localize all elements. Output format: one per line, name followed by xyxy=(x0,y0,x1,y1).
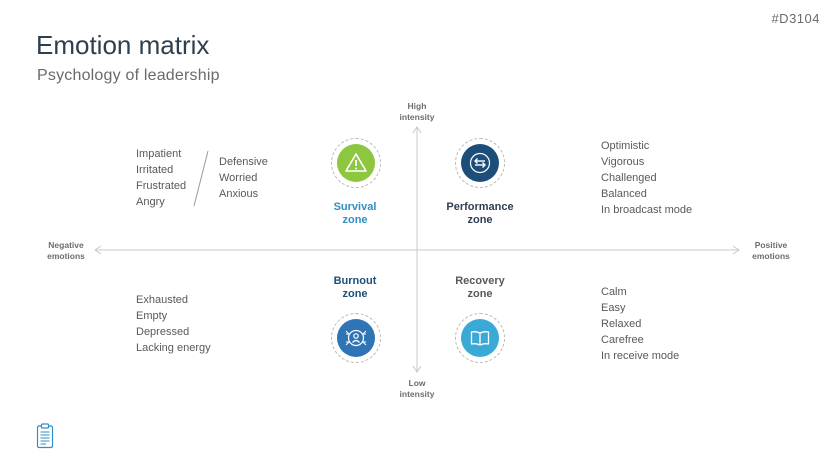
zone-label-line: Recovery xyxy=(455,275,505,287)
burnout-list: Exhausted Empty Depressed Lacking energy xyxy=(136,292,211,356)
burnout-icon-ring xyxy=(331,313,381,363)
list-item: Impatient xyxy=(136,148,182,160)
list-item: Frustrated xyxy=(136,180,187,192)
list-item: Lacking energy xyxy=(136,342,211,354)
list-item: In broadcast mode xyxy=(601,204,693,216)
bottom-arrowhead xyxy=(412,365,422,373)
axis-label-high-intensity: High intensity xyxy=(392,101,442,123)
list-divider xyxy=(193,150,209,207)
list-item: Defensive xyxy=(219,156,268,168)
recovery-list: Calm Easy Relaxed Carefree In receive mo… xyxy=(601,284,679,364)
zone-label-line: zone xyxy=(342,214,368,226)
recovery-zone-label: Recovery zone xyxy=(440,275,520,301)
list-item: Optimistic xyxy=(601,140,650,152)
zone-label-line: Survival xyxy=(333,201,377,213)
list-item: Balanced xyxy=(601,188,647,200)
survival-list-primary: Impatient Irritated Frustrated Angry xyxy=(136,146,186,210)
list-item: Worried xyxy=(219,172,258,184)
zone-label-line: Burnout xyxy=(333,275,377,287)
axis-label-low-intensity: Low intensity xyxy=(392,378,442,400)
right-arrowhead xyxy=(732,245,740,255)
axis-label-negative-emotions: Negative emotions xyxy=(36,240,96,262)
list-item: Angry xyxy=(136,196,165,208)
page-subtitle: Psychology of leadership xyxy=(37,67,220,84)
axis-label-line: intensity xyxy=(399,112,435,122)
list-item: Easy xyxy=(601,302,626,314)
list-item: In receive mode xyxy=(601,350,680,362)
performance-list: Optimistic Vigorous Challenged Balanced … xyxy=(601,138,692,218)
performance-zone-label: Performance zone xyxy=(438,201,522,227)
list-item: Challenged xyxy=(601,172,657,184)
list-item: Exhausted xyxy=(136,294,188,306)
list-item: Relaxed xyxy=(601,318,642,330)
clipboard-icon[interactable] xyxy=(36,423,54,449)
list-item: Calm xyxy=(601,286,627,298)
axis-label-line: intensity xyxy=(399,389,435,399)
left-arrowhead xyxy=(94,245,102,255)
top-arrowhead xyxy=(412,126,422,134)
survival-list-secondary: Defensive Worried Anxious xyxy=(219,154,268,202)
list-item: Irritated xyxy=(136,164,174,176)
slide-id: #D3104 xyxy=(771,11,820,26)
zone-label-line: zone xyxy=(467,214,493,226)
person-pressure-icon xyxy=(337,319,375,357)
list-item: Depressed xyxy=(136,326,190,338)
exchange-arrows-icon xyxy=(461,144,499,182)
burnout-zone-label: Burnout zone xyxy=(320,275,390,301)
open-book-icon xyxy=(461,319,499,357)
axis-label-line: Negative xyxy=(48,240,84,250)
survival-zone-label: Survival zone xyxy=(320,201,390,227)
performance-icon-ring xyxy=(455,138,505,188)
list-item: Vigorous xyxy=(601,156,645,168)
list-item: Carefree xyxy=(601,334,644,346)
axis-label-line: High xyxy=(407,101,427,111)
axis-label-line: Positive xyxy=(754,240,788,250)
axis-label-line: Low xyxy=(408,378,426,388)
survival-icon-ring xyxy=(331,138,381,188)
list-item: Empty xyxy=(136,310,168,322)
axis-label-positive-emotions: Positive emotions xyxy=(741,240,801,262)
recovery-icon-ring xyxy=(455,313,505,363)
zone-label-line: zone xyxy=(467,288,493,300)
warning-icon xyxy=(337,144,375,182)
axis-label-line: emotions xyxy=(47,251,85,261)
page-title: Emotion matrix xyxy=(36,30,210,60)
zone-label-line: zone xyxy=(342,288,368,300)
axis-label-line: emotions xyxy=(752,251,790,261)
list-item: Anxious xyxy=(219,188,259,200)
zone-label-line: Performance xyxy=(446,201,514,213)
